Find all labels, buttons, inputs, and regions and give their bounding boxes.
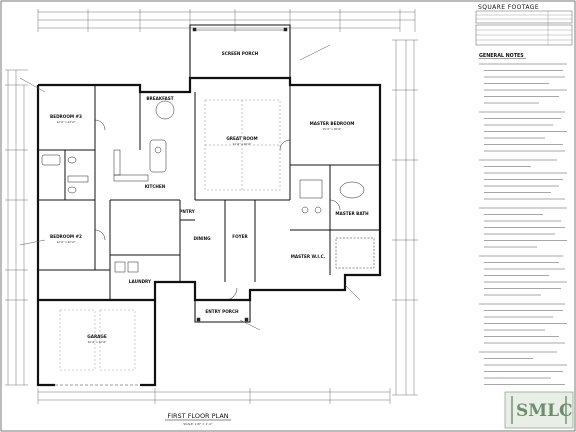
svg-text:21'-0" x 20'-0": 21'-0" x 20'-0"	[233, 142, 252, 146]
annotation-leaders	[19, 44, 361, 331]
general-notes-title: GENERAL NOTES	[479, 53, 524, 59]
smlc-logo: SMLC	[504, 391, 574, 429]
logo-text: SMLC	[516, 401, 573, 421]
room-label-bedroom3: BEDROOM #3	[50, 114, 82, 119]
plan-title: FIRST FLOOR PLAN	[167, 412, 228, 420]
plan-scale: SCALE: 1/8" = 1'-0"	[183, 422, 213, 426]
general-notes: GENERAL NOTES	[479, 53, 567, 385]
room-label-entry-porch: ENTRY PORCH	[205, 309, 239, 314]
right-dimensions	[392, 39, 418, 396]
top-dimensions	[37, 9, 416, 32]
exterior-walls	[36, 24, 382, 387]
room-label-foyer: FOYER	[232, 234, 248, 239]
room-label-great-room: GREAT ROOM	[226, 136, 257, 141]
svg-text:12'-0" x 13'-0": 12'-0" x 13'-0"	[57, 120, 76, 124]
svg-text:15'-0" x 18'-0": 15'-0" x 18'-0"	[323, 127, 342, 131]
room-label-screen-porch: SCREEN PORCH	[222, 51, 259, 56]
room-label-master-bedroom: MASTER BEDROOM	[310, 121, 355, 126]
fixtures	[41, 27, 375, 371]
room-label-dining: DINING	[193, 236, 211, 241]
square-footage-table: SQUARE FOOTAGE	[475, 4, 573, 46]
interior-walls	[38, 85, 380, 300]
bottom-dimensions	[37, 388, 391, 404]
room-label-breakfast: BREAKFAST	[146, 96, 173, 101]
room-label-master-wic: MASTER W.I.C.	[291, 254, 326, 259]
room-label-pantry: PNTRY	[179, 209, 195, 214]
svg-text:22'-0" x 22'-0": 22'-0" x 22'-0"	[88, 340, 107, 344]
square-footage-title: SQUARE FOOTAGE	[478, 4, 539, 11]
svg-text:12'-0" x 12'-0": 12'-0" x 12'-0"	[57, 240, 76, 244]
room-label-master-bath: MASTER BATH	[335, 211, 369, 216]
room-label-kitchen: KITCHEN	[145, 184, 166, 189]
room-label-laundry: LAUNDRY	[129, 279, 152, 284]
room-label-garage: GARAGE	[87, 334, 107, 339]
room-label-bedroom2: BEDROOM #2	[50, 234, 82, 239]
left-dimensions	[5, 69, 28, 386]
